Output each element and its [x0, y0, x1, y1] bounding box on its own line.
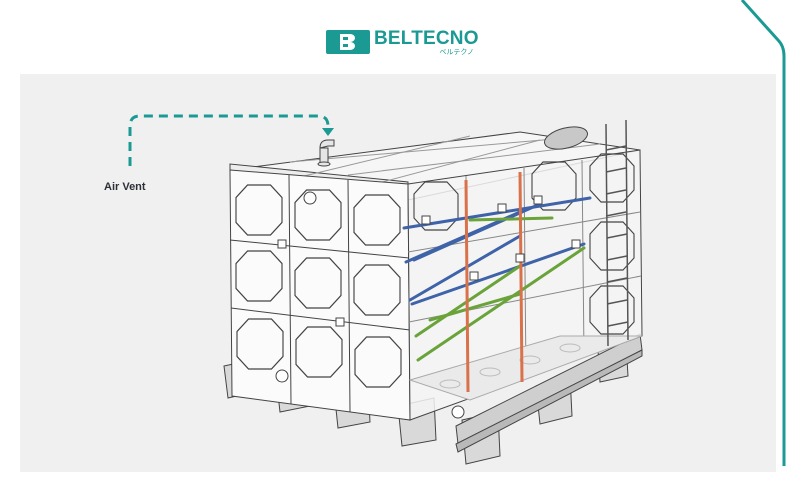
beltecno-logo-icon	[326, 30, 370, 54]
air-vent-callout-line	[128, 114, 334, 166]
header: BELTECNO ベルテクノ	[0, 0, 797, 72]
stay-brackets	[421, 195, 581, 281]
brand-subtitle: ベルテクノ	[439, 49, 474, 56]
air-vent-pipe-icon	[317, 139, 335, 167]
air-vent-label: Air Vent	[104, 181, 146, 193]
access-ladder[interactable]	[605, 119, 629, 347]
brand-name: BELTECNO	[374, 28, 479, 49]
tank-front-panels	[229, 169, 411, 421]
support-posts	[464, 171, 524, 393]
callout-arrow-icon	[322, 128, 334, 136]
manhole-cover	[544, 126, 588, 150]
